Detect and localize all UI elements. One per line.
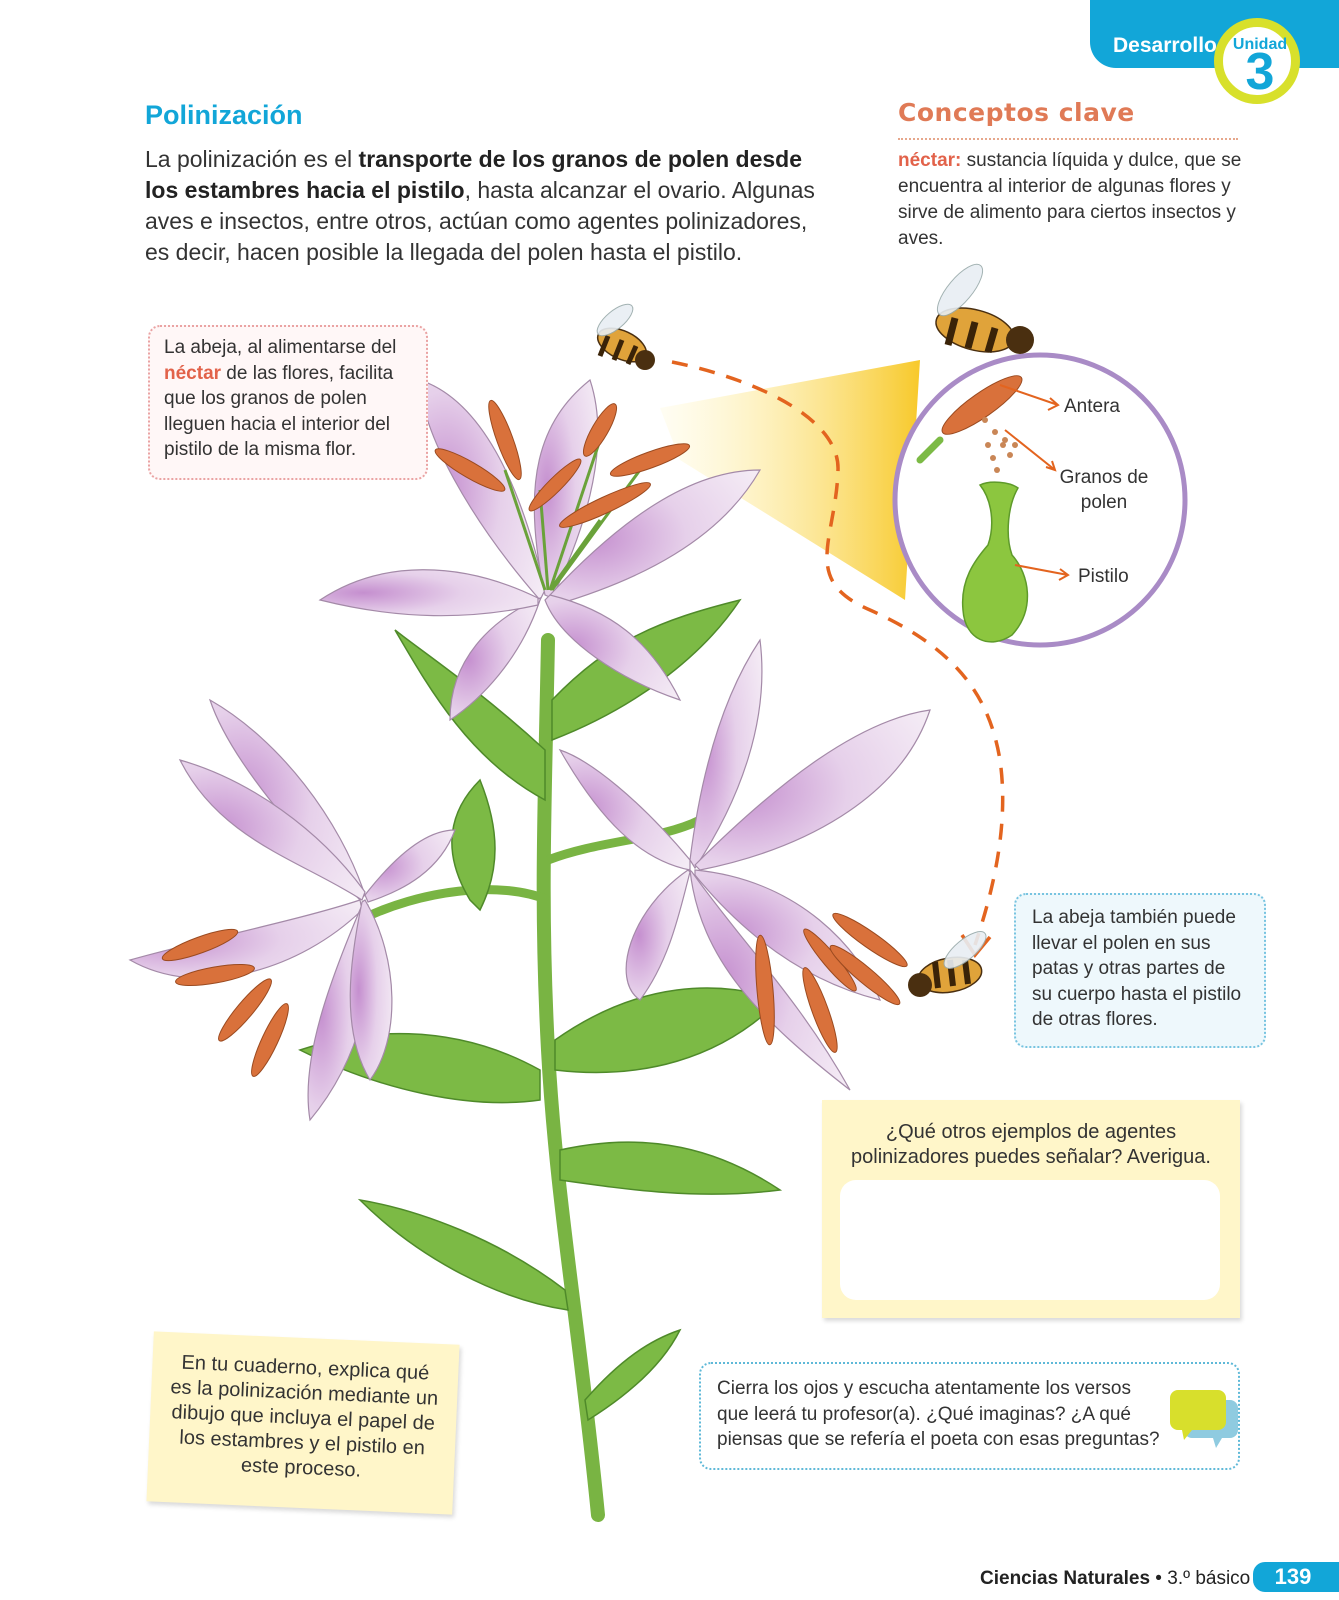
petal xyxy=(318,569,539,617)
speech-bubbles-icon xyxy=(1170,1390,1238,1448)
anther xyxy=(832,912,908,968)
zoom-pistil xyxy=(961,481,1029,643)
footer-grade: 3.º básico xyxy=(1167,1568,1251,1589)
petal xyxy=(449,597,541,722)
intro-text-2: , hasta alcanzar el ovario. Algunas aves… xyxy=(145,177,815,265)
intro-bold-text: transporte de los granos de polen desde … xyxy=(145,146,803,203)
anther xyxy=(251,1003,289,1077)
petal xyxy=(128,899,363,979)
petal xyxy=(558,748,691,871)
footer-subject: Ciencias Naturales • 3.º básico xyxy=(980,1568,1250,1590)
label-pollen-grains-line2: polen xyxy=(1080,492,1128,513)
branch-left xyxy=(357,885,550,925)
key-concept-definition: néctar: sustancia líquida y dulce, que s… xyxy=(898,148,1243,252)
question-text: ¿Qué otros ejemplos de agentes polinizad… xyxy=(851,1121,1211,1168)
intro-paragraph: La polinización es el transporte de los … xyxy=(145,144,835,268)
key-concepts-divider xyxy=(898,138,1238,140)
listening-activity-box: Cierra los ojos y escucha atentamente lo… xyxy=(699,1362,1240,1470)
anther xyxy=(582,403,618,457)
leaf xyxy=(357,1198,569,1311)
petal xyxy=(549,469,762,606)
page-number: 139 xyxy=(1274,1564,1312,1589)
petal xyxy=(689,638,763,870)
bee-flight-path xyxy=(671,360,1005,946)
anther xyxy=(829,944,901,1006)
anther xyxy=(175,963,255,987)
petal xyxy=(625,869,691,1001)
notebook-activity-note: En tu cuaderno, explica qué es la polini… xyxy=(146,1331,460,1515)
concept-definition-text: sustancia líquida y dulce, que se encuen… xyxy=(898,150,1242,249)
page-number-tab xyxy=(1253,1562,1339,1592)
footer-separator: • xyxy=(1150,1568,1168,1589)
anther xyxy=(559,482,651,528)
answer-box[interactable] xyxy=(840,1180,1220,1300)
petal xyxy=(694,709,931,871)
zoom-filament xyxy=(916,436,944,464)
anther xyxy=(488,399,522,481)
petal xyxy=(349,899,393,1082)
anther xyxy=(434,448,506,492)
footer-subject-name: Ciencias Naturales xyxy=(980,1568,1151,1589)
label-anther: Antera xyxy=(1064,396,1120,417)
leaf xyxy=(451,778,496,912)
leaf xyxy=(554,987,782,1074)
zoom-pollen-grains xyxy=(982,417,1018,473)
branch-right xyxy=(546,815,703,865)
bee-zoom xyxy=(935,263,1034,354)
question-note: ¿Qué otros ejemplos de agentes polinizad… xyxy=(822,1100,1240,1318)
anther xyxy=(218,978,272,1042)
petal xyxy=(178,759,366,901)
anther xyxy=(161,928,239,962)
page-title: Polinización xyxy=(145,100,303,130)
section-label: Desarrollo xyxy=(1113,34,1217,57)
bee-bottom xyxy=(908,931,987,997)
listening-activity-text: Cierra los ojos y escucha atentamente lo… xyxy=(717,1378,1160,1450)
callout-bee-nectar: La abeja, al alimentarse del néctar de l… xyxy=(148,325,428,480)
leaf xyxy=(584,1328,682,1422)
callout-highlight-nectar: néctar xyxy=(164,362,222,384)
label-pollen-grains-line1: Granos de xyxy=(1059,467,1149,488)
anther xyxy=(802,967,838,1053)
anther xyxy=(755,934,775,1046)
bee-top xyxy=(596,303,655,370)
leaf xyxy=(559,1141,783,1195)
petal xyxy=(419,379,546,602)
petal xyxy=(364,829,456,903)
intro-text-1: La polinización es el xyxy=(145,146,359,172)
callout-bee-carry-pollen: La abeja también puede llevar el polen e… xyxy=(1014,893,1266,1048)
anther xyxy=(528,458,582,512)
concept-term: néctar: xyxy=(898,150,962,171)
unit-badge xyxy=(1214,18,1300,104)
petal xyxy=(544,594,682,702)
zoom-anther xyxy=(941,375,1023,435)
callout-text: de las flores, facilita que los granos d… xyxy=(164,362,394,461)
magnifier-beam xyxy=(660,360,920,600)
callout-text: La abeja, al alimentarse del xyxy=(164,337,397,358)
label-pistil: Pistilo xyxy=(1078,566,1129,587)
anther xyxy=(609,443,691,477)
key-concepts-title: Conceptos clave xyxy=(898,98,1135,127)
unit-number: 3 xyxy=(1245,43,1275,101)
unit-word: Unidad xyxy=(1232,36,1288,53)
notebook-activity-text: En tu cuaderno, explica qué es la polini… xyxy=(169,1351,439,1482)
